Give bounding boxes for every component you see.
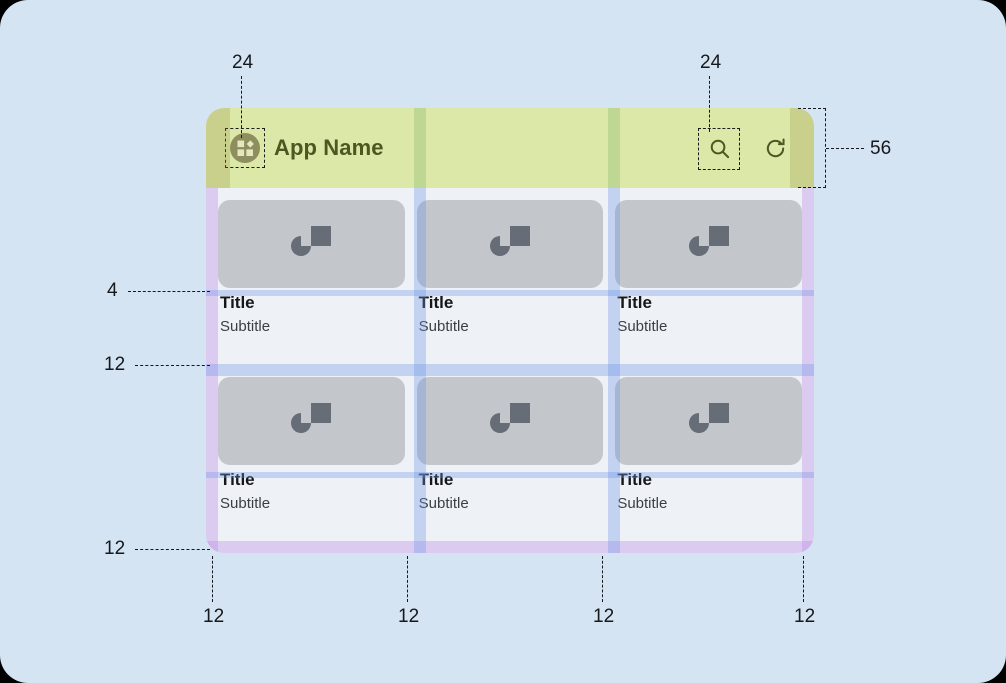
card-thumbnail (416, 376, 604, 465)
card-text: Title Subtitle (218, 288, 405, 337)
image-placeholder-icon (688, 402, 729, 433)
image-placeholder-icon (489, 226, 530, 256)
annotation-row-gap-leader (135, 365, 210, 366)
app-title: App Name (274, 135, 384, 160)
app-grid-icon-touch-target (225, 128, 265, 168)
search-icon[interactable] (698, 128, 740, 170)
annotation-appbar-height-bracket (798, 108, 826, 188)
image-placeholder-icon (688, 226, 729, 256)
list-item[interactable]: Title Subtitle (218, 200, 405, 365)
list-item[interactable]: Title Subtitle (615, 376, 802, 542)
app-grid-icon[interactable] (225, 128, 265, 168)
annotation-bottom-padding-leader (135, 549, 210, 550)
card-title: Title (617, 293, 652, 312)
annotation-menu-padding: 24 (232, 52, 254, 73)
card-subtitle: Subtitle (220, 494, 271, 512)
card-thumbnail (218, 376, 405, 465)
list-item[interactable]: Title Subtitle (416, 200, 604, 365)
annotation-search-padding-leader (709, 76, 710, 132)
annotation-title-gap: 4 (107, 280, 118, 301)
annotation-bottom-padding: 12 (104, 538, 126, 559)
annotation-gutter-leader-4 (803, 556, 804, 602)
card-thumbnail (416, 200, 604, 288)
list-item[interactable]: Title Subtitle (615, 200, 802, 365)
image-placeholder-icon (291, 402, 332, 433)
card-subtitle: Subtitle (220, 318, 271, 336)
app-grid-glyph (237, 139, 254, 156)
card-text: Title Subtitle (615, 465, 802, 514)
annotation-gutter-leader-2 (407, 556, 408, 602)
card-subtitle: Subtitle (418, 318, 469, 336)
app-bar-actions (698, 128, 814, 170)
card-thumbnail (218, 200, 405, 288)
list-item[interactable]: Title Subtitle (416, 376, 604, 542)
card-thumbnail (615, 200, 802, 288)
annotation-appbar-height-leader (826, 148, 864, 149)
annotation-title-gap-leader (128, 291, 210, 292)
card-grid: Title Subtitle Title Subtitle (206, 188, 814, 553)
card-title: Title (418, 293, 454, 312)
annotation-search-padding: 24 (700, 52, 722, 73)
card-title: Title (220, 469, 255, 489)
card-title: Title (617, 469, 652, 489)
annotation-gutter-3: 12 (593, 606, 615, 627)
card-subtitle: Subtitle (617, 494, 668, 512)
app-bar: App Name (206, 108, 814, 188)
annotation-menu-padding-leader (241, 76, 242, 138)
card-title: Title (220, 293, 255, 312)
image-placeholder-icon (291, 226, 332, 256)
card-thumbnail (615, 376, 802, 465)
card-text: Title Subtitle (417, 465, 604, 514)
card-subtitle: Subtitle (617, 318, 668, 336)
annotation-appbar-height: 56 (870, 138, 892, 159)
annotation-gutter-leader-1 (212, 556, 213, 602)
list-item[interactable]: Title Subtitle (218, 376, 405, 542)
app-bar-leading: App Name (225, 128, 384, 168)
annotation-gutter-2: 12 (398, 606, 420, 627)
search-glyph (710, 139, 729, 158)
app-frame: App Name (206, 108, 814, 553)
image-placeholder-icon (489, 402, 530, 433)
refresh-icon[interactable] (762, 135, 788, 161)
annotation-gutter-leader-3 (602, 556, 603, 602)
search-icon-touch-target (698, 128, 740, 170)
card-text: Title Subtitle (615, 288, 802, 337)
card-title: Title (418, 469, 454, 489)
card-subtitle: Subtitle (418, 494, 469, 512)
refresh-glyph (766, 137, 785, 157)
annotation-gutter-4: 12 (794, 606, 816, 627)
annotation-row-gap: 12 (104, 354, 126, 375)
annotation-gutter-1: 12 (203, 606, 225, 627)
card-text: Title Subtitle (417, 288, 604, 337)
card-text: Title Subtitle (218, 465, 405, 514)
